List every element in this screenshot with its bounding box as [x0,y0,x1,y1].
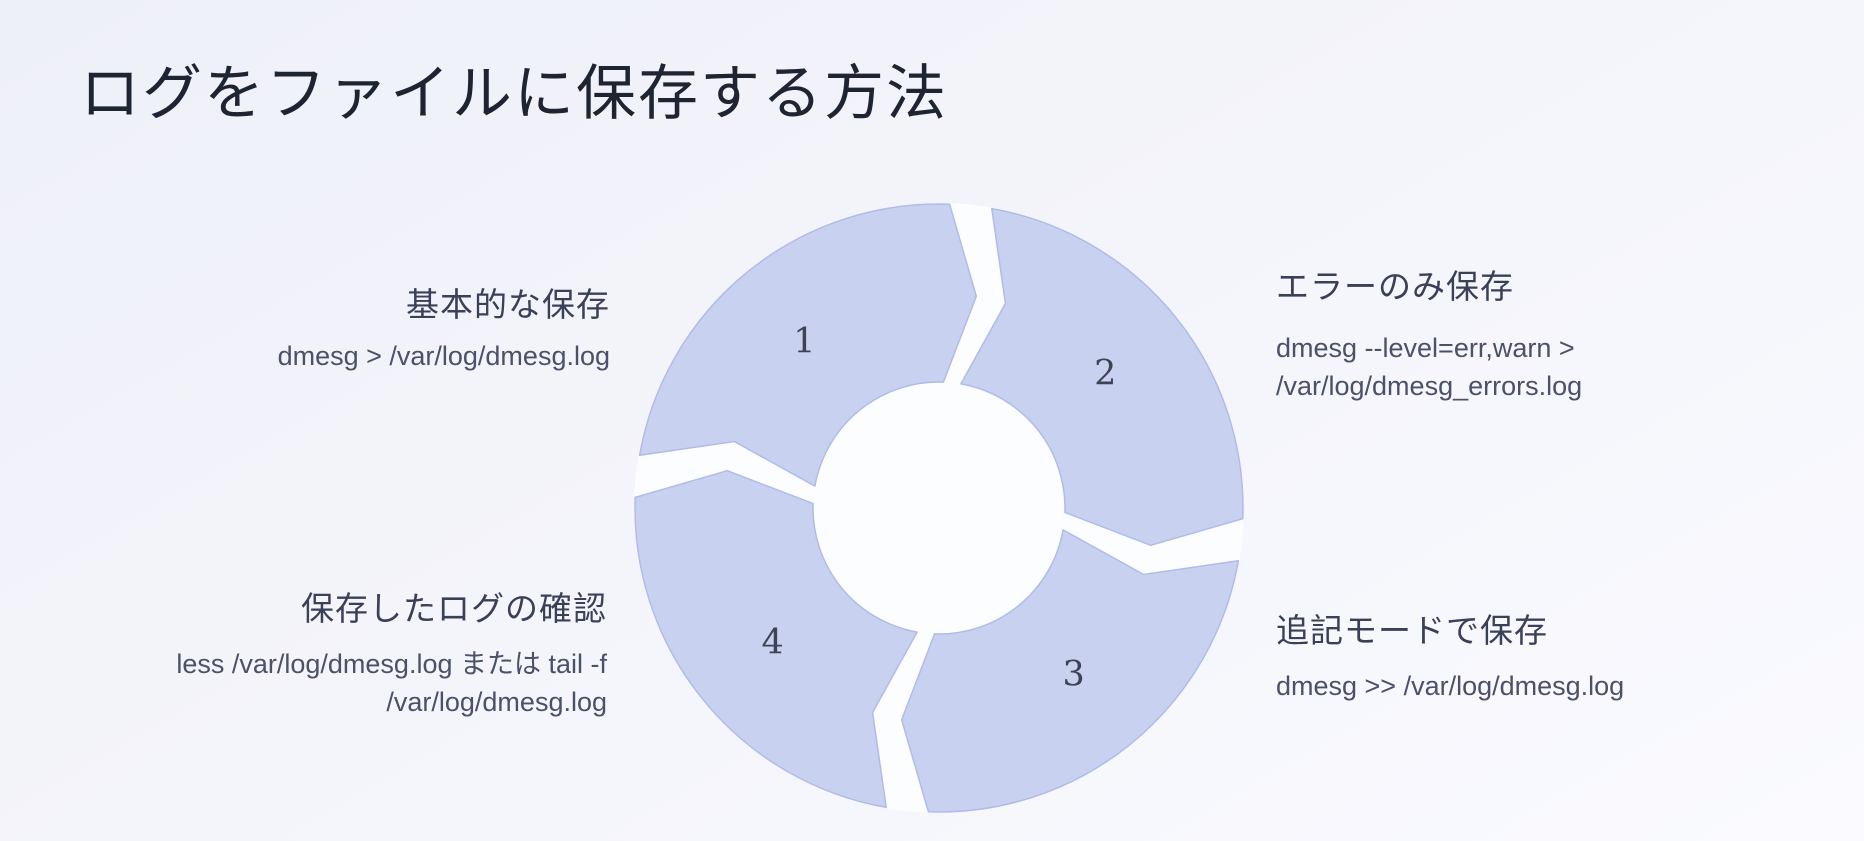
cycle-segment-3 [900,529,1240,813]
step-3-command: dmesg >> /var/log/dmesg.log [1276,667,1624,705]
step-label-3: 追記モードで保存 dmesg >> /var/log/dmesg.log [1276,610,1624,705]
command-line: dmesg >> /var/log/dmesg.log [1276,671,1625,702]
step-2-command: dmesg --level=err,warn > /var/log/dmesg_… [1276,329,1582,405]
cycle-diagram: 1 2 3 4 [634,203,1244,813]
command-line: /var/log/dmesg.log [386,687,607,718]
command-line: less /var/log/dmesg.log または tail -f [176,649,607,680]
segment-number-3: 3 [1063,654,1085,694]
segment-number-4: 4 [762,623,784,663]
step-2-heading: エラーのみ保存 [1276,268,1514,305]
cycle-segment-2 [960,207,1244,547]
step-label-1: 基本的な保存 dmesg > /var/log/dmesg.log [278,284,610,375]
step-1-heading: 基本的な保存 [406,286,610,323]
step-1-command: dmesg > /var/log/dmesg.log [278,337,610,375]
segment-number-2: 2 [1094,353,1116,393]
command-line: dmesg --level=err,warn > [1276,333,1575,364]
command-line: /var/log/dmesg_errors.log [1276,371,1583,402]
command-line: dmesg > /var/log/dmesg.log [277,341,610,372]
cycle-segment-4 [634,469,918,809]
segment-number-1: 1 [793,322,815,362]
step-label-4: 保存したログの確認 less /var/log/dmesg.log または ta… [176,588,607,721]
step-label-2: エラーのみ保存 dmesg --level=err,warn > /var/lo… [1276,266,1582,405]
step-4-command: less /var/log/dmesg.log または tail -f /var… [176,645,607,721]
step-4-heading: 保存したログの確認 [301,590,607,627]
page-title: ログをファイルに保存する方法 [80,60,948,127]
step-3-heading: 追記モードで保存 [1276,612,1548,649]
cycle-segment-1 [638,203,978,487]
